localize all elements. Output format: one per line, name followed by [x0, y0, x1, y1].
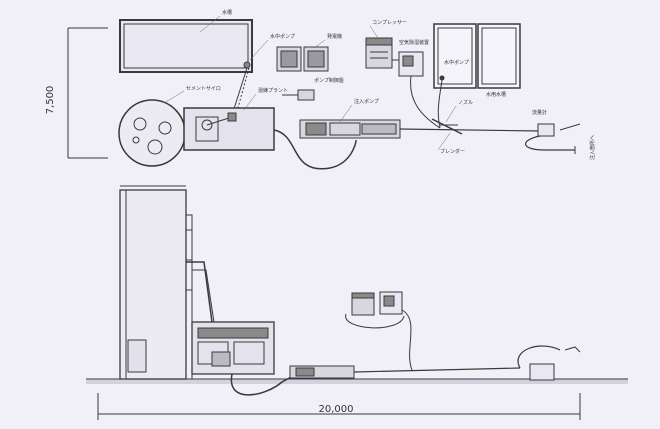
screw-conveyor [186, 261, 215, 323]
label-grout-pump: 注入ポンプ [354, 98, 379, 105]
air-hose [410, 75, 441, 129]
plant-to-pump-hose [273, 129, 357, 170]
width-dimension [97, 393, 581, 420]
pump-elevation [289, 365, 355, 379]
label-flow-meter: 流量計 [532, 109, 547, 116]
width-dimension-label: 20,000 [319, 404, 354, 415]
compressor-elevation [345, 291, 413, 371]
mixing-plant [183, 107, 275, 151]
height-dimension-label: 7,500 [45, 86, 56, 115]
pump-to-nozzle-hose [399, 128, 541, 132]
label-spray-water-tank: 水用水槽 [486, 91, 506, 98]
elevation-view [86, 185, 628, 420]
ground-line [86, 379, 628, 384]
air-dehumidifier [392, 51, 424, 77]
flow-meter-elevation [517, 345, 581, 381]
silo-elevation [119, 185, 193, 380]
water-tank [119, 19, 253, 73]
compressor [365, 37, 393, 69]
label-submersible-pump-2: 水中ポンプ [444, 59, 469, 66]
delivery-hose [353, 367, 521, 373]
cement-silo [118, 99, 186, 167]
plant-elevation [191, 321, 275, 375]
flow-meter [525, 123, 581, 154]
label-submersible-pump: 水中ポンプ [270, 33, 295, 40]
plan-view [67, 19, 581, 170]
nozzle [431, 118, 463, 135]
pump-control-panel [282, 89, 315, 101]
label-to-injection: 注入箇所へ [589, 135, 596, 160]
label-mixing-plant: 混練プラント [258, 87, 288, 94]
label-nozzle: ノズル [458, 99, 473, 106]
label-compressor: コンプレッサー [372, 20, 407, 26]
label-air-dehumidifier: 空気除湿装置 [399, 39, 429, 46]
label-blender: ブレンダー [440, 148, 465, 155]
elevation-hose [230, 371, 301, 396]
height-dimension [67, 27, 108, 159]
grout-pump [299, 119, 401, 139]
plan-labels: 水槽 水中ポンプ 発電機 ポンプ制御盤 セメントサイロ 混練プラント 注入ポンプ… [45, 9, 596, 160]
label-generator: 発電機 [327, 33, 342, 40]
generator [276, 46, 329, 72]
label-cement-silo: セメントサイロ [186, 86, 221, 92]
label-pump-control-panel: ポンプ制御盤 [314, 77, 344, 84]
spray-water-tanks [433, 23, 521, 129]
label-water-tank: 水槽 [222, 9, 232, 16]
submersible-pump [231, 61, 251, 116]
